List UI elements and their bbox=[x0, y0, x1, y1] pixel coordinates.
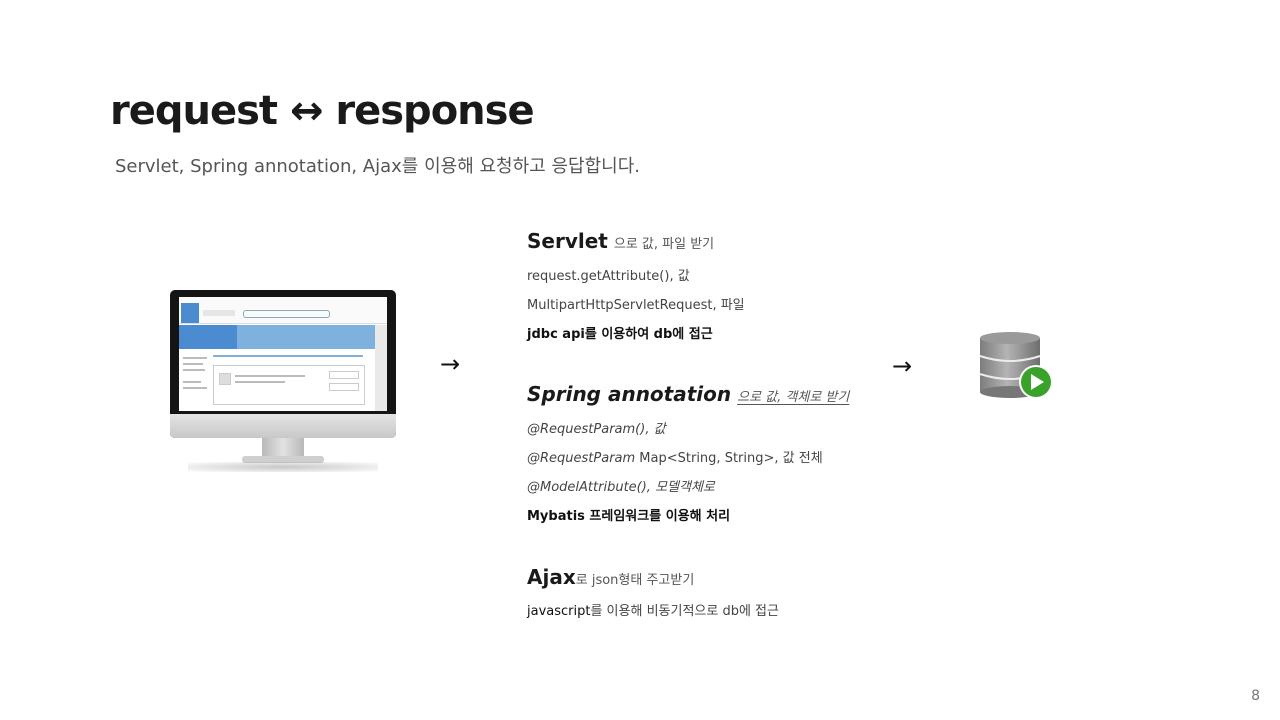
servlet-subtitle: 으로 값, 파일 받기 bbox=[613, 237, 715, 252]
monitor-icon bbox=[170, 290, 398, 480]
spring-subtitle: 으로 값, 객체로 받기 bbox=[737, 390, 850, 405]
screen-searchbar bbox=[243, 310, 330, 318]
spring-line-2-rest: Map<String, String>, 값 전체 bbox=[635, 451, 823, 466]
page-number: 8 bbox=[1251, 688, 1260, 704]
servlet-title: Servlet bbox=[527, 229, 608, 253]
arrow-right-icon: → bbox=[892, 352, 913, 380]
page-title: request ↔ response bbox=[110, 88, 535, 134]
ajax-heading: Ajax로 json형태 주고받기 bbox=[527, 565, 694, 589]
monitor-screen bbox=[179, 297, 387, 411]
monitor-stand bbox=[262, 438, 304, 458]
spring-line-1: @RequestParam(), 값 bbox=[527, 422, 666, 437]
screen-sidebar bbox=[375, 325, 387, 411]
screen-button bbox=[203, 310, 235, 316]
monitor-base bbox=[242, 456, 324, 463]
monitor-frame bbox=[170, 290, 396, 438]
servlet-line-3: jdbc api를 이용하여 db에 접근 bbox=[527, 327, 713, 342]
servlet-line-1: request.getAttribute(), 값 bbox=[527, 269, 690, 284]
ajax-title: Ajax bbox=[527, 565, 576, 589]
spring-line-4: Mybatis 프레임워크를 이용해 처리 bbox=[527, 509, 731, 524]
spring-line-2-annotation: @RequestParam bbox=[527, 451, 636, 466]
screen-band bbox=[179, 325, 375, 349]
page-subtitle: Servlet, Spring annotation, Ajax를 이용해 요청… bbox=[115, 156, 640, 177]
servlet-line-2: MultipartHttpServletRequest, 파일 bbox=[527, 298, 745, 313]
servlet-heading: Servlet 으로 값, 파일 받기 bbox=[527, 229, 714, 253]
spring-title: Spring annotation bbox=[527, 382, 732, 406]
database-svg bbox=[979, 332, 1053, 399]
screen-logo bbox=[181, 303, 199, 323]
spring-line-3: @ModelAttribute(), 모델객체로 bbox=[527, 480, 715, 495]
monitor-chin bbox=[170, 414, 396, 438]
spring-heading: Spring annotation 으로 값, 객체로 받기 bbox=[527, 382, 849, 406]
ajax-subtitle: 로 json형태 주고받기 bbox=[575, 573, 695, 588]
ajax-line-1: javascript를 이용해 비동기적으로 db에 접근 bbox=[527, 600, 779, 619]
spring-line-2: @RequestParam Map<String, String>, 값 전체 bbox=[527, 447, 823, 466]
database-play-icon bbox=[978, 330, 1058, 402]
ajax-line-1-rest: 를 이용해 비동기적으로 db에 접근 bbox=[590, 604, 779, 619]
arrow-right-icon: → bbox=[440, 350, 461, 378]
ajax-line-1-js: javascript bbox=[527, 604, 591, 619]
